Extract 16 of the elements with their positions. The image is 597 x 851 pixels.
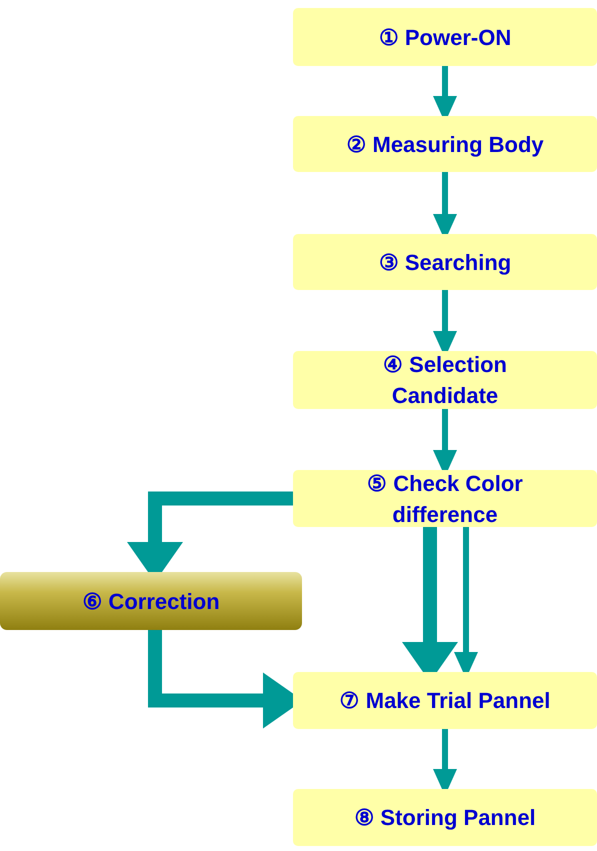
step-label: ④ Selection Candidate bbox=[382, 351, 508, 410]
step-label: ② Measuring Body bbox=[345, 130, 545, 159]
step-label: ⑧ Storing Pannel bbox=[353, 804, 537, 832]
process-box bbox=[293, 672, 597, 729]
process-box bbox=[293, 234, 597, 290]
process-box bbox=[293, 8, 597, 66]
process-box bbox=[293, 116, 597, 172]
step-label: ⑦ Make Trial Pannel bbox=[338, 687, 552, 715]
step-label: ③ Searching bbox=[378, 248, 512, 277]
process-box bbox=[293, 351, 597, 409]
step-label: ⑥ Correction bbox=[81, 588, 221, 616]
process-box bbox=[293, 789, 597, 846]
process-box bbox=[293, 470, 597, 527]
rounded-process-bar bbox=[0, 572, 302, 630]
step-label: ① Power-ON bbox=[378, 24, 512, 52]
step-label: ⑤ Check Color difference bbox=[366, 470, 524, 528]
